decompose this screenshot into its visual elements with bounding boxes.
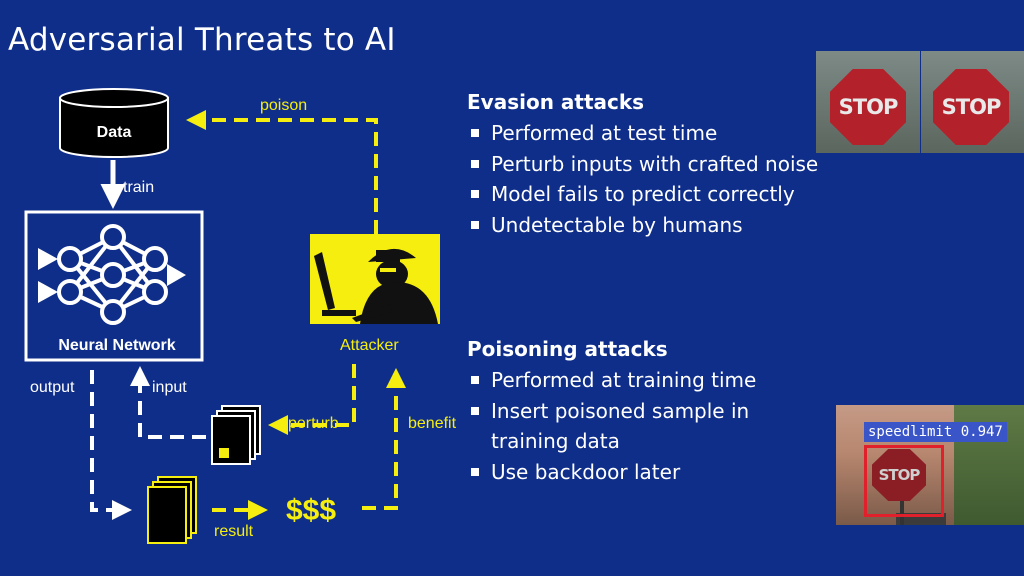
stop-sign-original-image: STOP — [816, 51, 920, 153]
attacker-label: Attacker — [340, 337, 399, 354]
attacker-icon — [310, 234, 440, 324]
poison-label: poison — [260, 97, 307, 114]
stop-sign-text: STOP — [941, 95, 1002, 119]
network-io-arrows — [38, 248, 186, 303]
train-label: train — [123, 179, 154, 196]
poisoning-list: Performed at training time Insert poison… — [467, 365, 827, 487]
input-label: input — [152, 379, 187, 396]
output-arrow — [90, 370, 132, 520]
neural-network-icon — [57, 224, 168, 325]
evasion-item: Performed at test time — [467, 118, 897, 149]
perturb-arrow — [268, 364, 356, 435]
poisoning-heading: Poisoning attacks — [467, 337, 668, 361]
detection-bounding-box — [864, 445, 944, 517]
poison-arrow — [186, 110, 378, 234]
result-documents-icon — [147, 476, 197, 544]
threat-diagram: Data train — [24, 88, 457, 544]
poisoning-attacks-panel: Poisoning attacks Performed at training … — [467, 337, 827, 487]
detection-label: speedlimit 0.947 — [864, 422, 1007, 442]
slide-title: Adversarial Threats to AI — [8, 22, 396, 58]
money-label: $$$ — [286, 494, 336, 527]
benefit-label: benefit — [408, 415, 457, 432]
poisoned-detection-image: STOP speedlimit 0.947 — [836, 405, 1024, 525]
poisoning-item: Performed at training time — [467, 365, 827, 396]
stop-sign-text: STOP — [838, 95, 899, 119]
perturb-label: perturb — [288, 415, 339, 432]
result-label: result — [214, 523, 254, 540]
data-label: Data — [97, 124, 132, 141]
evasion-attacks-panel: Evasion attacks Performed at test time P… — [467, 90, 897, 240]
input-arrow — [130, 366, 206, 439]
perturbed-samples-icon — [211, 405, 261, 465]
neural-network-label: Neural Network — [58, 337, 175, 354]
evasion-item: Undetectable by humans — [467, 210, 897, 241]
benefit-arrow — [362, 368, 406, 510]
output-label: output — [30, 379, 75, 396]
neural-network-box — [24, 210, 204, 362]
stop-sign-perturbed-image: STOP — [921, 51, 1024, 153]
poisoned-stop-sign-text: STOP — [878, 466, 921, 484]
evasion-item: Perturb inputs with crafted noise — [467, 149, 897, 180]
poisoning-item: Use backdoor later — [467, 457, 827, 488]
evasion-item: Model fails to predict correctly — [467, 179, 897, 210]
data-database-icon — [59, 88, 169, 158]
evasion-list: Performed at test time Perturb inputs wi… — [467, 118, 897, 240]
evasion-heading: Evasion attacks — [467, 90, 645, 114]
poisoning-item: Insert poisoned sample in training data — [467, 396, 791, 457]
